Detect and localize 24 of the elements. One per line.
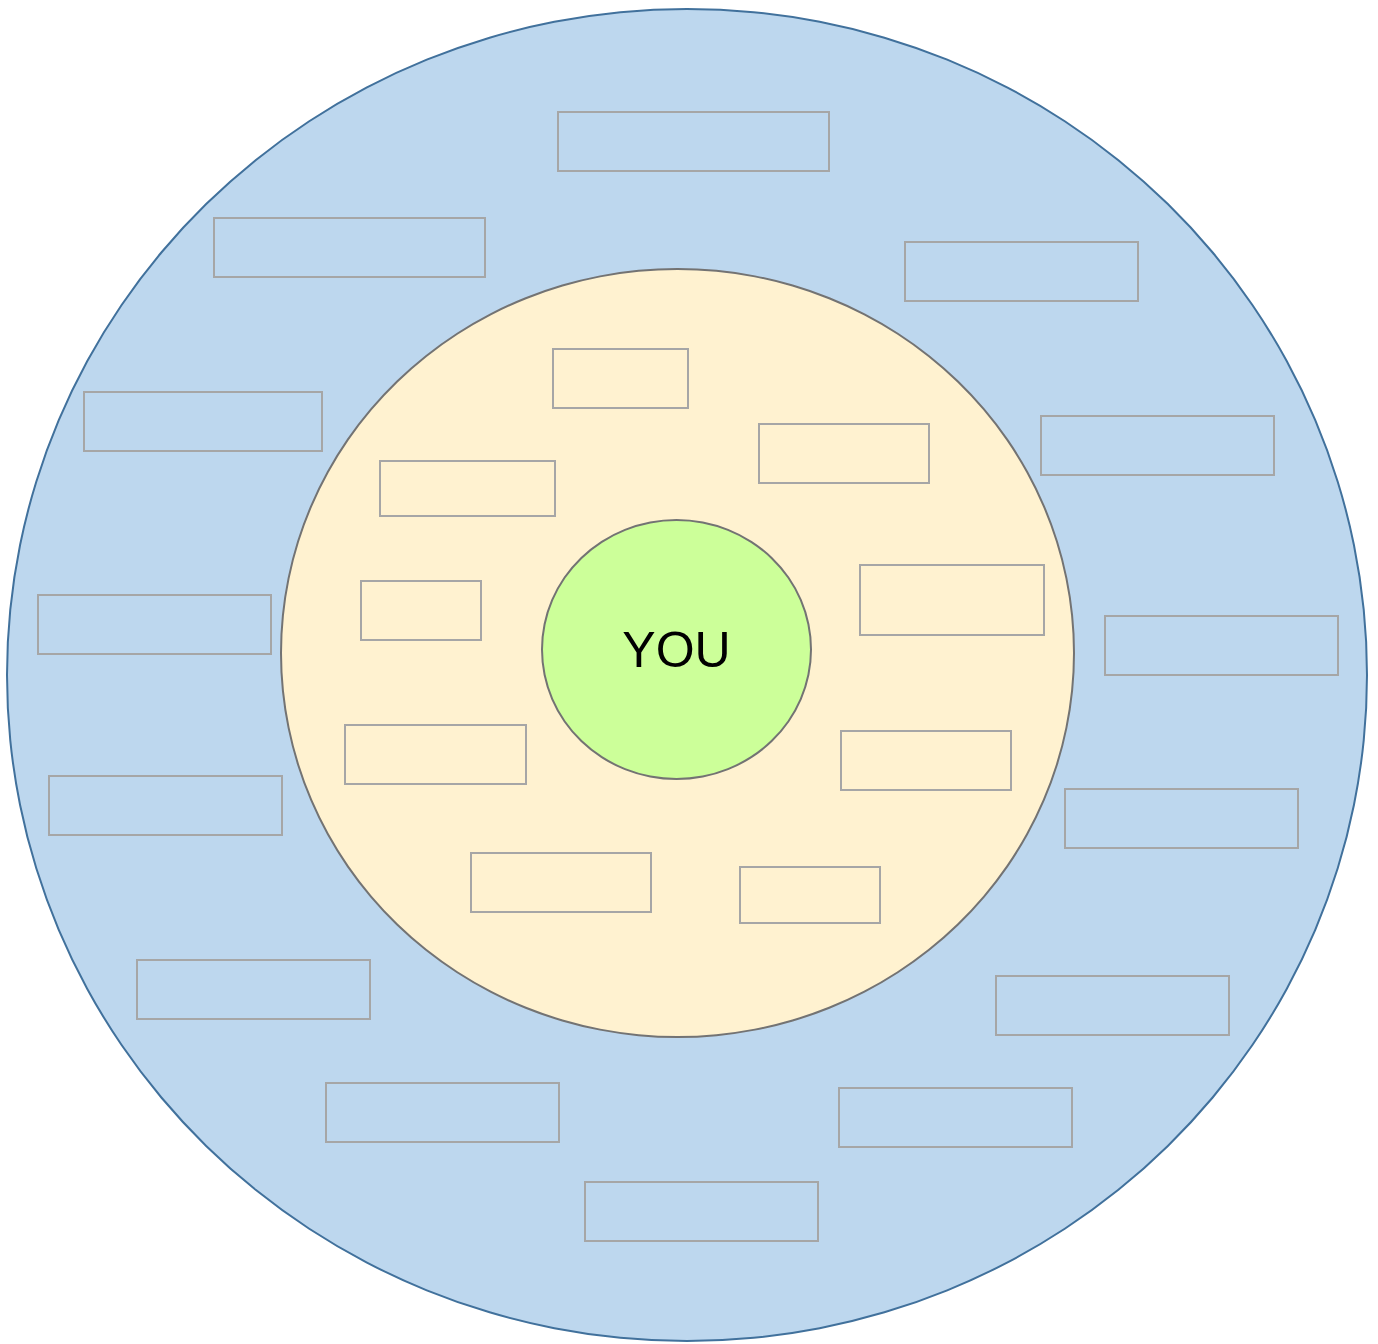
empty-box [552, 348, 689, 409]
empty-box [48, 775, 283, 836]
empty-box [470, 852, 652, 913]
empty-box [995, 975, 1230, 1036]
empty-box [325, 1082, 560, 1143]
empty-box [83, 391, 323, 452]
empty-box [360, 580, 482, 641]
empty-box [1040, 415, 1275, 476]
empty-box [379, 460, 556, 517]
empty-box [136, 959, 371, 1020]
empty-box [840, 730, 1012, 791]
empty-box [344, 724, 527, 785]
empty-box [1064, 788, 1299, 849]
empty-box [859, 564, 1045, 636]
center-label: YOU [622, 620, 731, 679]
empty-box [557, 111, 830, 172]
empty-box [904, 241, 1139, 302]
empty-box [37, 594, 272, 655]
empty-box [758, 423, 930, 484]
empty-box [739, 866, 881, 924]
empty-box [838, 1087, 1073, 1148]
empty-box [584, 1181, 819, 1242]
empty-box [1104, 615, 1339, 676]
empty-box [213, 217, 486, 278]
